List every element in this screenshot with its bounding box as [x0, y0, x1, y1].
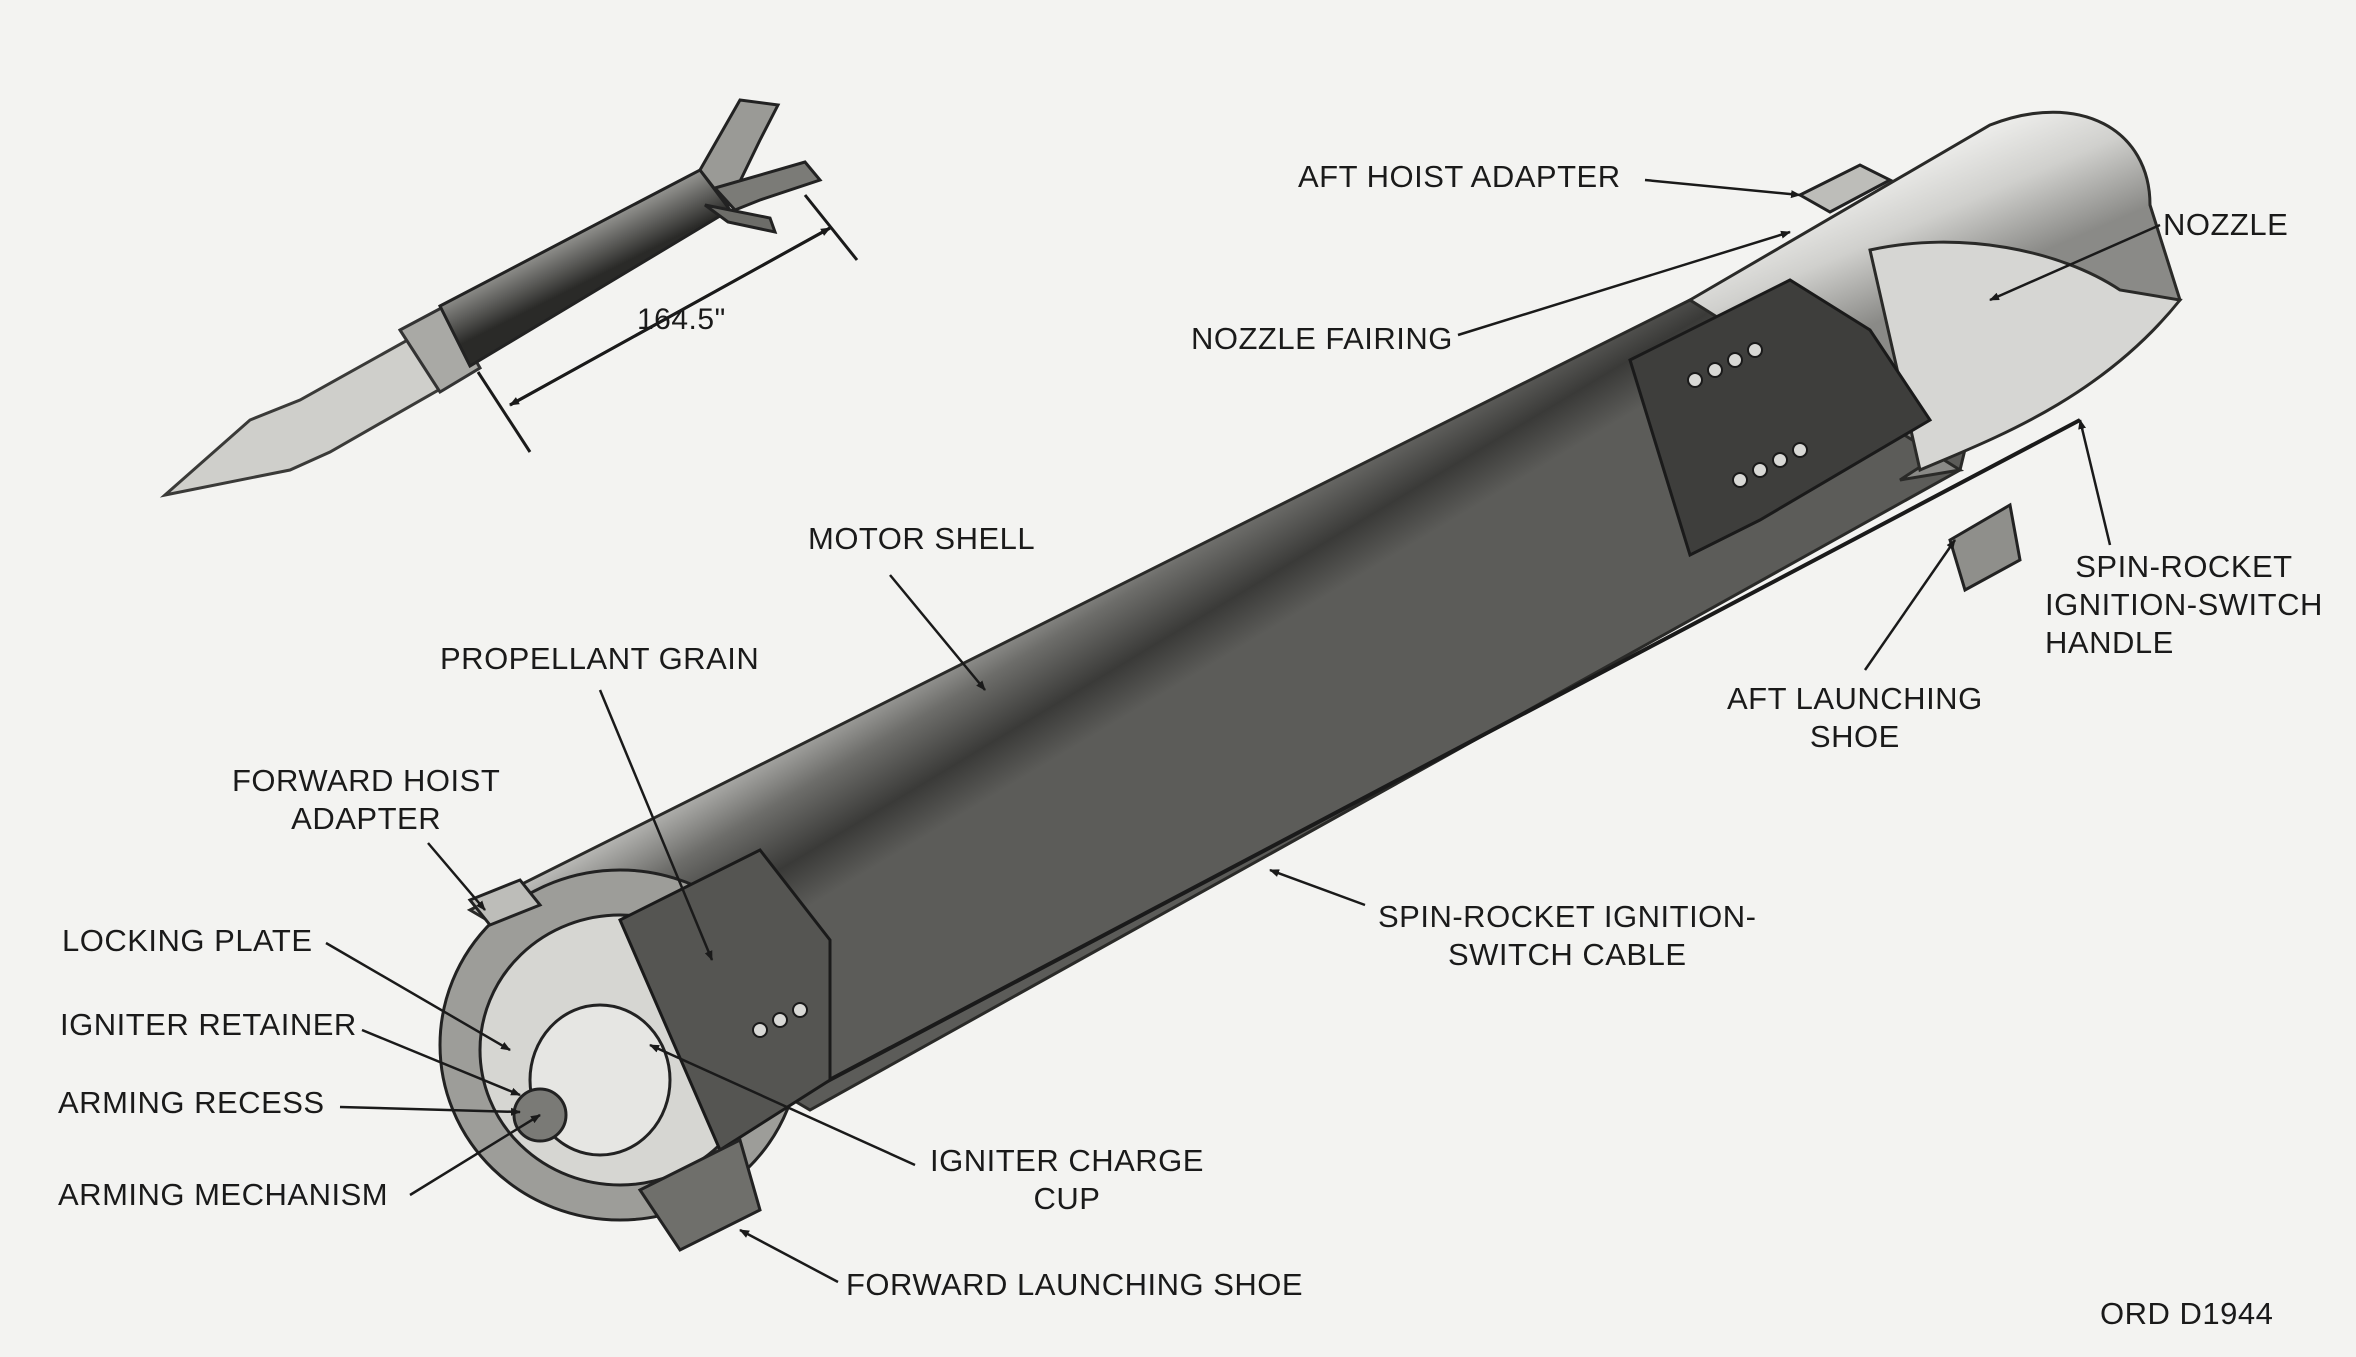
leader-lines [325, 178, 2161, 1284]
propellant-grain [618, 848, 832, 1153]
label-nozzle-fairing: NOZZLE FAIRING [1191, 321, 1453, 356]
label-spin-rocket-handle-2: IGNITION-SWITCH [2045, 586, 2323, 622]
label-spin-rocket-handle-3: HANDLE [2045, 624, 2174, 660]
forward-launching-shoe [637, 1137, 762, 1252]
ignition-switch-cable [639, 418, 2081, 1182]
nozzle-fairing [1868, 240, 2183, 473]
label-motor-shell: MOTOR SHELL [808, 521, 1036, 556]
aft-bolt-rows [1687, 342, 1808, 488]
label-forward-hoist-adapter-2: ADAPTER [291, 800, 442, 836]
aft-hoist-adapter [1796, 163, 1894, 214]
forward-bolt-row [752, 1002, 808, 1038]
aft-launching-shoe [1948, 502, 2022, 593]
label-spin-rocket-handle: SPIN-ROCKET IGNITION-SWITCH HANDLE [2045, 548, 2323, 661]
dimension-label: 164.5" [637, 303, 726, 336]
rocket-motor [438, 110, 2183, 1252]
label-igniter-charge-cup: IGNITER CHARGE CUP [930, 1142, 1204, 1218]
label-propellant-grain: PROPELLANT GRAIN [440, 641, 760, 676]
label-igniter-charge-cup-1: IGNITER CHARGE [930, 1143, 1204, 1178]
label-arming-recess: ARMING RECESS [58, 1085, 325, 1120]
label-spin-rocket-handle-1: SPIN-ROCKET [2075, 549, 2293, 584]
label-locking-plate: LOCKING PLATE [62, 923, 313, 958]
label-spin-rocket-cable-1: SPIN-ROCKET IGNITION- [1378, 899, 1757, 934]
label-arming-mechanism: ARMING MECHANISM [58, 1177, 389, 1212]
label-igniter-retainer: IGNITER RETAINER [60, 1007, 357, 1042]
overview-warhead [397, 303, 483, 395]
overview-fin-right [712, 160, 823, 212]
label-aft-launching-shoe-2: SHOE [1809, 718, 1900, 754]
label-spin-rocket-cable-2: SWITCH CABLE [1447, 936, 1687, 972]
overview-fin-top [698, 98, 781, 209]
label-aft-launching-shoe-1: AFT LAUNCHING [1727, 681, 1983, 716]
label-nozzle: NOZZLE [2163, 207, 2289, 242]
dimension-line [476, 194, 859, 453]
label-forward-hoist-adapter: FORWARD HOIST ADAPTER [232, 762, 500, 838]
label-spin-rocket-cable: SPIN-ROCKET IGNITION- SWITCH CABLE [1378, 898, 1757, 974]
label-aft-hoist-adapter: AFT HOIST ADAPTER [1298, 159, 1621, 194]
overview-rocket [159, 98, 823, 498]
label-forward-hoist-adapter-1: FORWARD HOIST [232, 763, 501, 798]
figure-code: ORD D1944 [2100, 1296, 2274, 1331]
forward-hoist-adapter [467, 878, 543, 927]
label-igniter-charge-cup-2: CUP [1033, 1180, 1101, 1216]
aft-cutaway [1628, 278, 1933, 558]
label-aft-launching-shoe: AFT LAUNCHING SHOE [1727, 680, 1983, 756]
label-forward-launching-shoe: FORWARD LAUNCHING SHOE [846, 1267, 1304, 1302]
overview-fin-bottom [704, 203, 778, 235]
